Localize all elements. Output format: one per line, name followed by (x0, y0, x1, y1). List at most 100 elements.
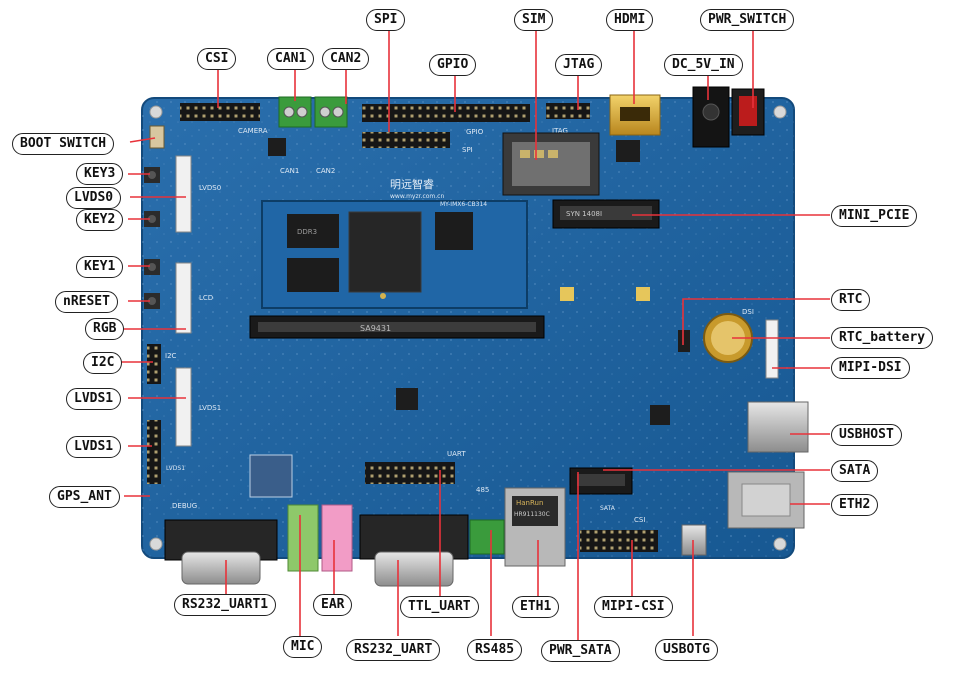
silk-magjack-part: HR911130C (514, 511, 550, 518)
ic-chip (616, 140, 640, 162)
silk-url: www.myzr.com.cn (390, 193, 444, 200)
silk-rs485: 485 (476, 486, 489, 494)
silk-gpio: GPIO (466, 128, 484, 136)
eth1-magjack: HanRun HR911130C (504, 487, 566, 567)
eth2-jack (727, 471, 805, 529)
som-module: MY-IMX6-CB314 DDR3 (261, 200, 528, 309)
label-jtag: JTAG (555, 54, 603, 76)
leader-rtc (682, 298, 830, 345)
csi-camera-header (180, 103, 260, 121)
sim-card-slot (502, 132, 600, 196)
gpio-header (362, 104, 530, 122)
label-lvds0: LVDS0 (66, 187, 122, 209)
db9-connector-uart1 (164, 519, 278, 585)
label-sim: SIM (514, 9, 554, 31)
label-pwr-switch: PWR_SWITCH (700, 9, 795, 31)
mipi-csi-header (580, 530, 658, 552)
tactile-button (144, 211, 160, 227)
silk-camera: CAMERA (238, 127, 268, 135)
silk-pcie: SYN 1408I (566, 210, 602, 218)
silk-debug: DEBUG (172, 502, 197, 510)
db9-connector-uart (359, 514, 469, 587)
i2c-header (147, 344, 161, 384)
label-lvds1-a: LVDS1 (66, 388, 122, 410)
gps-module (249, 454, 293, 498)
label-pwr-sata: PWR_SATA (541, 640, 620, 662)
label-hdmi: HDMI (606, 9, 654, 31)
label-usbotg: USBOTG (655, 639, 718, 661)
label-ear: EAR (313, 594, 353, 616)
silk-spi: SPI (462, 146, 473, 154)
ic-chip (650, 405, 670, 425)
label-sata: SATA (831, 460, 879, 482)
boot-switch (149, 125, 165, 149)
lvds1-connector (175, 367, 192, 447)
rtc-chip (678, 330, 690, 352)
label-eth1: ETH1 (512, 596, 560, 618)
mic-jack (287, 504, 319, 572)
label-can2: CAN2 (322, 48, 370, 70)
label-key2: KEY2 (76, 209, 124, 231)
ic-chip (396, 388, 418, 410)
label-i2c: I2C (83, 352, 123, 374)
label-gps-ant: GPS_ANT (49, 486, 120, 508)
lcd-connector (175, 262, 192, 334)
silk-slot: SA9431 (360, 324, 391, 333)
tactile-button (144, 167, 160, 183)
leader-boot-switch (129, 137, 156, 143)
label-gpio: GPIO (429, 54, 477, 76)
silk-lvds1: LVDS1 (199, 404, 221, 412)
label-dc-5v-in: DC_5V_IN (664, 54, 743, 76)
spi-header (362, 132, 450, 148)
label-rs485: RS485 (467, 639, 523, 661)
mounting-pad (636, 287, 650, 301)
label-csi: CSI (197, 48, 237, 70)
label-rtc: RTC (831, 289, 871, 311)
ic-chip (268, 138, 286, 156)
ear-jack (321, 504, 353, 572)
label-mipi-csi: MIPI-CSI (594, 596, 673, 618)
power-switch (731, 88, 765, 136)
silk-jtag: JTAG (551, 127, 568, 135)
can1-terminal-block (278, 96, 312, 128)
som-slot: SA9431 (249, 315, 545, 339)
label-mini-pcie: MINI_PCIE (831, 205, 918, 227)
mipi-dsi-connector (765, 319, 779, 379)
silk-lvds0: LVDS0 (199, 184, 221, 192)
label-rtc-battery: RTC_battery (831, 327, 934, 349)
label-mic: MIC (283, 636, 323, 658)
lvds1-header (147, 420, 161, 484)
label-lvds1-b: LVDS1 (66, 436, 122, 458)
silk-sata: SATA (600, 505, 616, 512)
ttl-uart-header (365, 462, 455, 484)
silk-csi: CSI (634, 516, 645, 524)
silk-can2: CAN2 (316, 167, 335, 175)
label-nreset: nRESET (55, 291, 118, 313)
tactile-button (144, 259, 160, 275)
label-can1: CAN1 (267, 48, 315, 70)
label-key3: KEY3 (76, 163, 124, 185)
silk-dsi: DSI (742, 308, 754, 316)
label-eth2: ETH2 (831, 494, 879, 516)
label-ttl-uart: TTL_UART (400, 596, 479, 618)
silk-som: MY-IMX6-CB314 (440, 201, 487, 208)
silk-uart: UART (447, 450, 466, 458)
jtag-header (546, 103, 590, 119)
lvds0-connector (175, 155, 192, 233)
silk-lcd: LCD (199, 294, 213, 302)
label-spi: SPI (366, 9, 406, 31)
rtc-battery-holder (703, 313, 753, 363)
usb-host-connector (747, 401, 809, 453)
usb-otg-connector (681, 524, 707, 556)
label-rgb: RGB (85, 318, 125, 340)
label-key1: KEY1 (76, 256, 124, 278)
silk-i2c: I2C (165, 352, 177, 360)
silk-ram: DDR3 (297, 228, 317, 236)
label-rs232-uart: RS232_UART (346, 639, 441, 661)
label-rs232-uart1: RS232_UART1 (174, 594, 277, 616)
silk-can1: CAN1 (280, 167, 299, 175)
can2-terminal-block (314, 96, 348, 128)
hdmi-connector (609, 94, 661, 136)
silk-lvds1b: LVDS1 (166, 465, 185, 472)
dc-jack (692, 86, 730, 148)
